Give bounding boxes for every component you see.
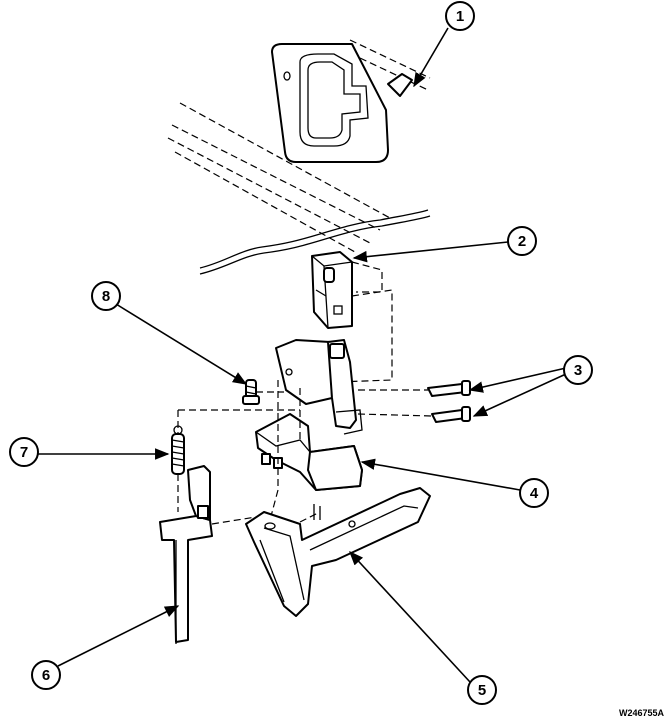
callout-3-label: 3 (574, 362, 582, 379)
callout-4-label: 4 (530, 485, 539, 502)
part-5-actuator-plate (245, 487, 431, 617)
callout-5: 5 (467, 675, 497, 705)
callout-1: 1 (445, 1, 475, 31)
callout-2-label: 2 (518, 233, 526, 250)
cabinet-panel-lines (167, 39, 431, 275)
callout-7: 7 (9, 437, 39, 467)
drawing-code: W246755A (619, 708, 665, 718)
part-3-screws (357, 380, 471, 423)
callout-3: 3 (563, 355, 593, 385)
callout-6: 6 (31, 660, 61, 690)
callout-7-label: 7 (20, 444, 28, 461)
callout-8-label: 8 (102, 288, 110, 305)
callout-5-label: 5 (478, 682, 486, 699)
part-8-screw (242, 379, 284, 405)
callout-4: 4 (519, 478, 549, 508)
callout-6-label: 6 (42, 667, 50, 684)
part-4-bracket-housing (255, 339, 363, 521)
part-1-bezel-plate (271, 43, 413, 163)
callout-leaders (38, 27, 567, 683)
part-6-lever (159, 465, 263, 644)
part-2-switch (311, 251, 393, 383)
callout-2: 2 (507, 226, 537, 256)
callout-8: 8 (91, 281, 121, 311)
callout-1-label: 1 (456, 8, 464, 25)
part-7-spring (171, 409, 300, 512)
